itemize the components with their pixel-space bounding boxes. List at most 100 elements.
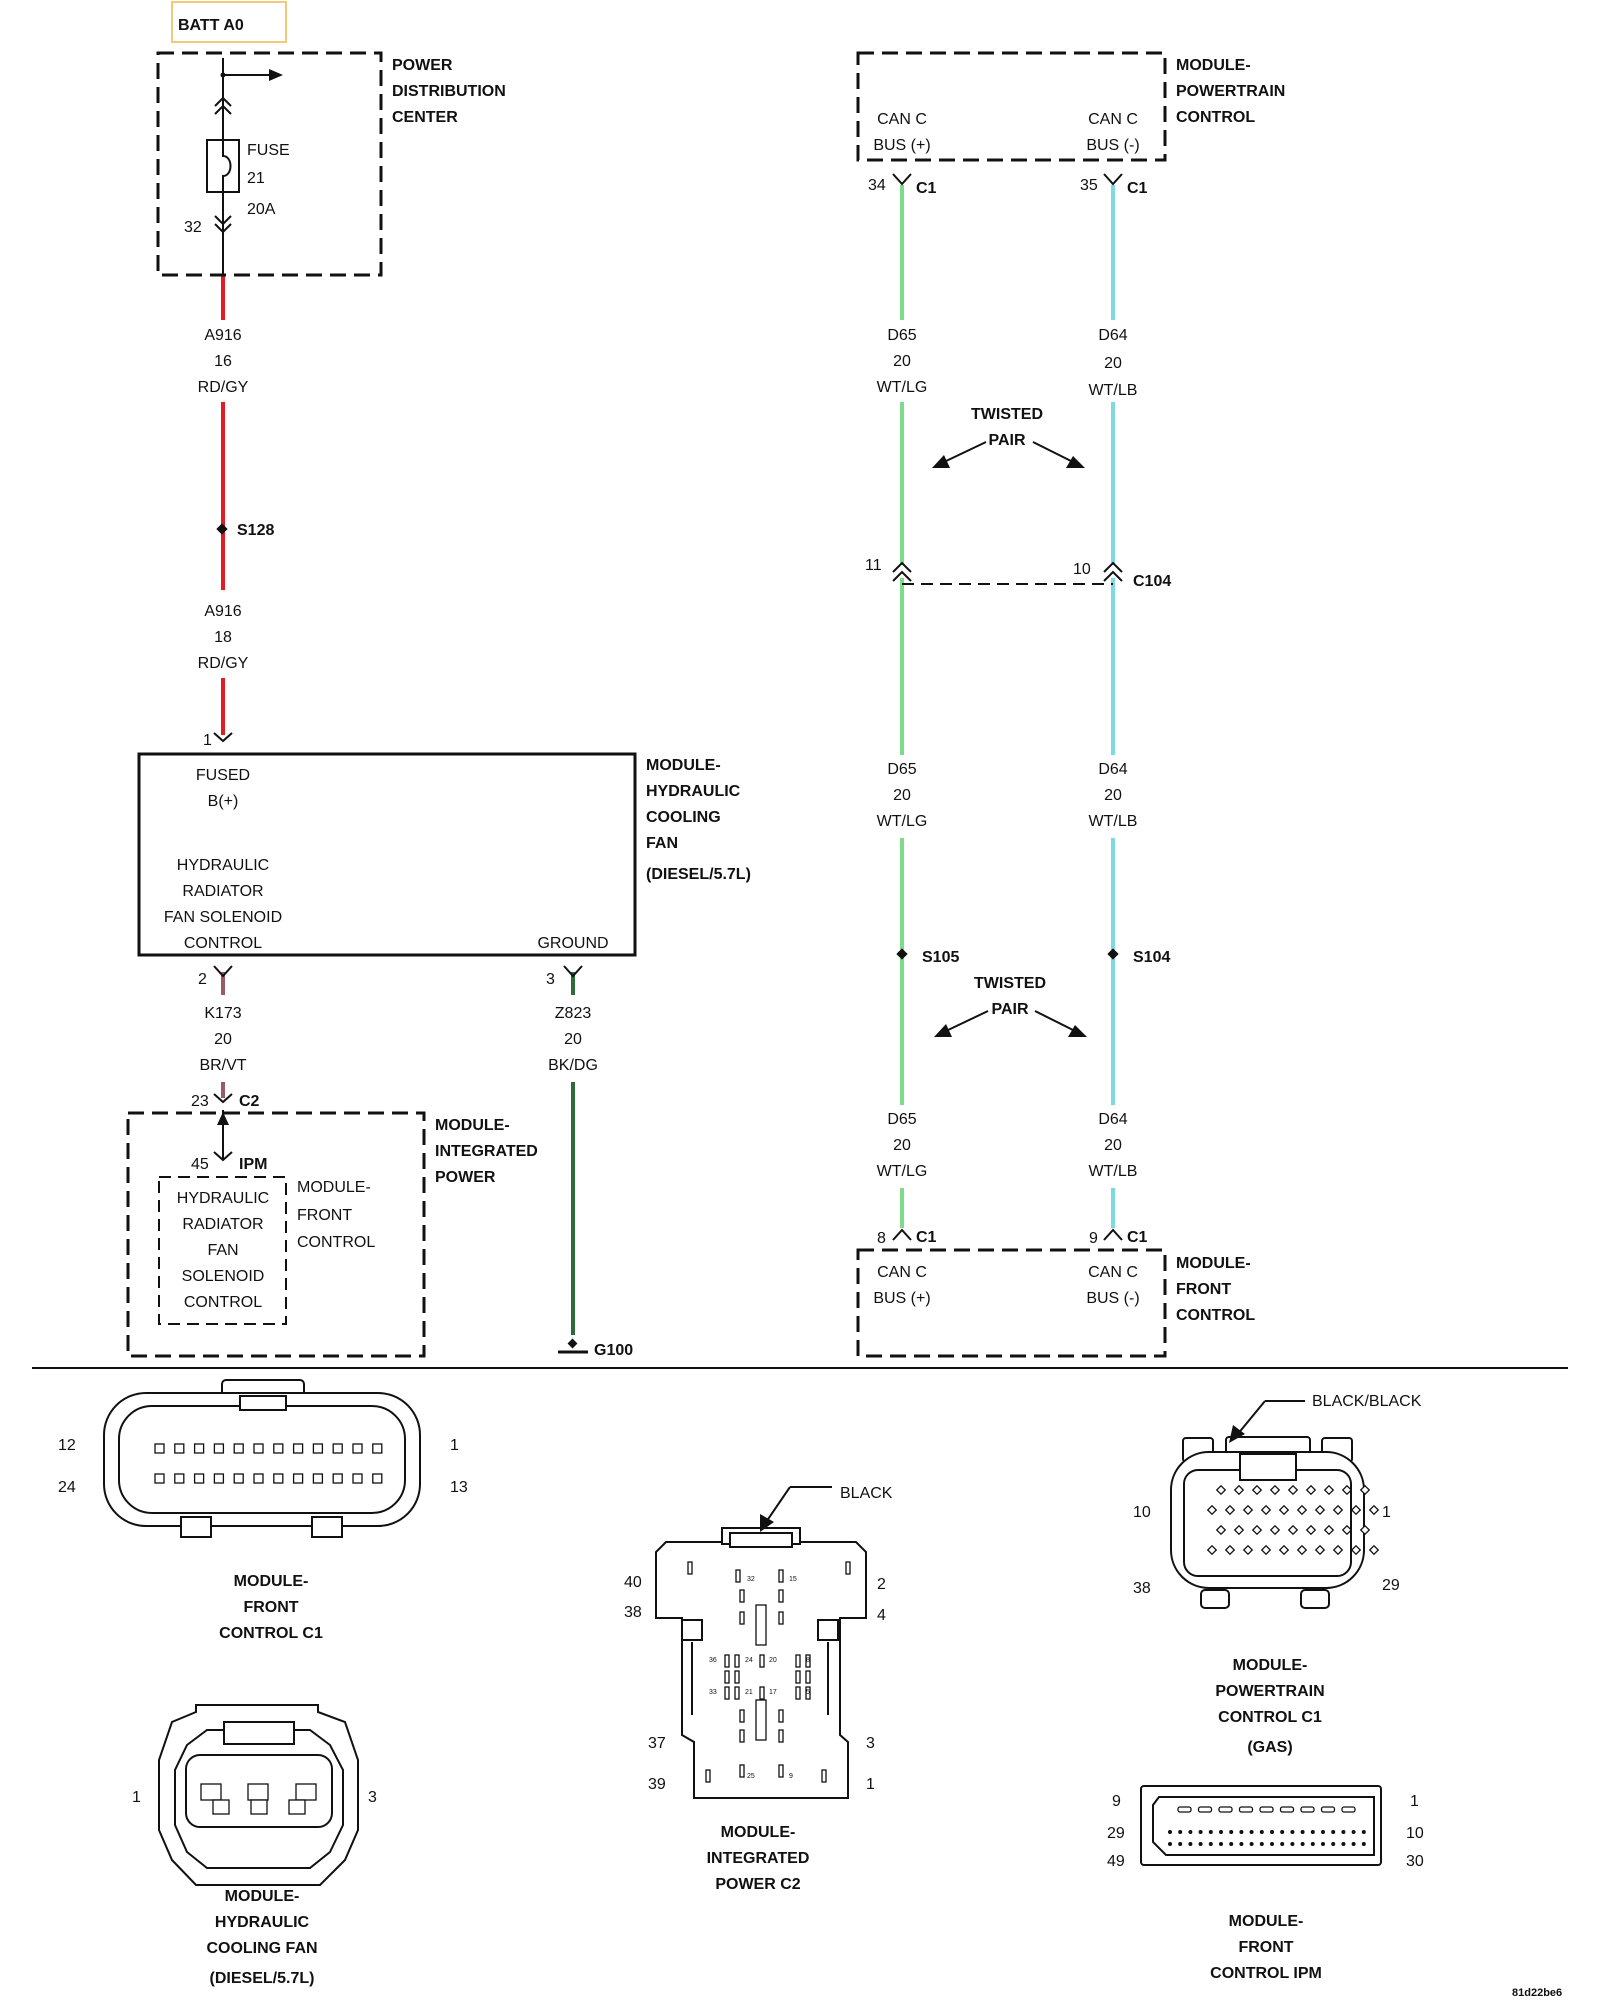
batt-label: BATT A0 [178,17,244,34]
fcm-ipm-cavity [1197,1806,1213,1813]
ipm-pin-ipm: 45 [191,1156,209,1173]
pcm-c1-pin-10: 10 [1133,1504,1151,1521]
pcm-c1-cavity [1350,1504,1362,1516]
pcm-c1-cavity [1341,1484,1353,1496]
fcm-ipm-cavity [1351,1842,1356,1846]
fcm-ipm-cavity [1208,1842,1213,1846]
ground-g100-label: G100 [594,1342,633,1359]
d65-3-circuit: D65 [887,1111,916,1128]
ipm-c2-pin-2: 2 [877,1576,886,1593]
fcm-ipm-cavity [1188,1842,1193,1846]
fcm-c1-cavity [273,1443,284,1454]
ipm-c2-cavity [687,1561,693,1575]
fcm-ipm-pin-10: 10 [1406,1825,1424,1842]
pcm-c1-cavity [1224,1504,1236,1516]
fcm-ipm-caption-2: FRONT [1238,1939,1293,1956]
fcm-ipm-cavity [1229,1842,1234,1846]
fcm-ipm-cavity [1280,1842,1285,1846]
pcm-c1-cavity [1233,1524,1245,1536]
pdc-name-2: DISTRIBUTION [392,83,506,100]
fcm-ipm-cavity [1259,1842,1264,1846]
fcm-c1-cavity [213,1443,225,1454]
fcm-ipm-cavity [1300,1830,1305,1834]
fuse-element [222,140,232,192]
pcm-c1-cavity [1323,1524,1335,1536]
fan-pin1-chevron-icon [213,732,233,743]
pcm-c1-cavity [1332,1504,1344,1516]
fcm-c1-cavity [233,1443,244,1454]
fcm-ipm-cavity [1341,1842,1346,1846]
ipm-inner-3: FAN [207,1242,238,1259]
pcm-pin-plus: 34 [868,177,886,194]
d64-3-gauge: 20 [1104,1137,1122,1154]
pcm-c1-cavity [1215,1484,1227,1496]
pcm-name-1: MODULE- [1176,57,1251,74]
pcm-c1-cavity [1314,1504,1326,1516]
fcm-name-2: FRONT [1176,1281,1231,1298]
fan-conn-caption-2: HYDRAULIC [215,1914,310,1931]
ipm-c2-pin-40: 40 [624,1574,642,1591]
fan-module-variant: (DIESEL/5.7L) [646,866,751,883]
fan-conn-key-1 [212,1799,230,1815]
fcm-c1-caption-2: FRONT [243,1599,298,1616]
ipm-c2-inner-5: 5 [806,1689,810,1696]
ipm-c2-caption-3: POWER C2 [715,1876,800,1893]
pcm-c1-cavity [1359,1484,1371,1496]
fcm-ipm-caption-3: CONTROL IPM [1210,1965,1322,1982]
fcm-ipm-cavity [1270,1830,1274,1834]
fcm-c1-pin-12: 12 [58,1437,76,1454]
fcm-ipm-cavity [1310,1830,1315,1834]
fcm-c1-cavity [253,1443,264,1454]
ipm-c2-cavity [739,1709,745,1723]
d64-1-gauge: 20 [1104,355,1122,372]
fcm-c1-cavity [273,1473,284,1484]
ipm-inner-2: RADIATOR [182,1216,263,1233]
fan-solenoid-label-4: CONTROL [184,935,262,952]
pdc-branch-dot [220,72,226,78]
ipm-c2-inner-24: 24 [745,1657,753,1664]
fcm-c1-cavity [213,1473,225,1484]
ipm-c2-key-left [681,1619,703,1641]
ipm-c2-cavity [739,1764,745,1778]
wire-a916-lower-circuit: A916 [204,603,241,620]
pcm-c1-cavity [1224,1544,1236,1556]
d64-1-circuit: D64 [1098,327,1127,344]
wire-a916-circuit: A916 [204,327,241,344]
fuse-amperage: 20A [247,201,276,218]
fcm-ipm-cavity [1279,1806,1295,1813]
connector-fcm-ipm: 9 1 29 10 49 30 MODULE- FRONT CONTROL IP… [1107,1785,1424,1982]
fan-conn-latch [223,1721,295,1745]
pcm-c1-cavity [1287,1524,1299,1536]
pcm-c1-cavity [1296,1504,1308,1516]
c104-pin-left: 11 [865,557,882,574]
fcm-ipm-cavity [1178,1842,1183,1846]
fcm-c1-cavity [154,1443,165,1454]
ipm-c2-cavity [795,1654,801,1668]
ipm-c2-pin-1: 1 [866,1776,875,1793]
fcm-box [856,1248,1167,1358]
fuse-label: FUSE [247,142,290,159]
ipm-c2-pin-3: 3 [866,1735,875,1752]
pcm-can-minus-1: CAN C [1088,111,1138,128]
fcm-ipm-cavity [1320,1806,1336,1813]
pcm-c1-cavity [1251,1524,1263,1536]
c104-right-chevron-2-icon [1103,570,1123,582]
splice-s128-icon [216,523,228,535]
ipm-inner-name-1: MODULE- [297,1179,371,1196]
d64-2-gauge: 20 [1104,787,1122,804]
connector-ipm-c2: 32 15 36 24 20 8 33 21 17 5 25 9 BLACK 4… [624,1485,893,1893]
fcm-ipm-cavity [1331,1830,1336,1834]
fcm-c1-pin-1: 1 [450,1437,459,1454]
ipm-c2-inner-25: 25 [747,1773,755,1780]
pcm-c1-cavity [1260,1504,1272,1516]
fan-fused-label-2: B(+) [208,793,239,810]
ipm-c2-cavity [759,1654,765,1668]
fcm-pin8-chevron-icon [892,1228,912,1241]
ipm-c2-inner-33: 33 [709,1689,717,1696]
pcm-c1-cavity [1233,1484,1245,1496]
twisted-pair-1-left-arrow-line [943,441,987,463]
pcm-c1-caption-1: MODULE- [1233,1657,1308,1674]
fcm-c1-pin-13: 13 [450,1479,468,1496]
fcm-c1-foot-right [311,1516,343,1538]
fcm-ipm-cavity [1341,1830,1346,1834]
